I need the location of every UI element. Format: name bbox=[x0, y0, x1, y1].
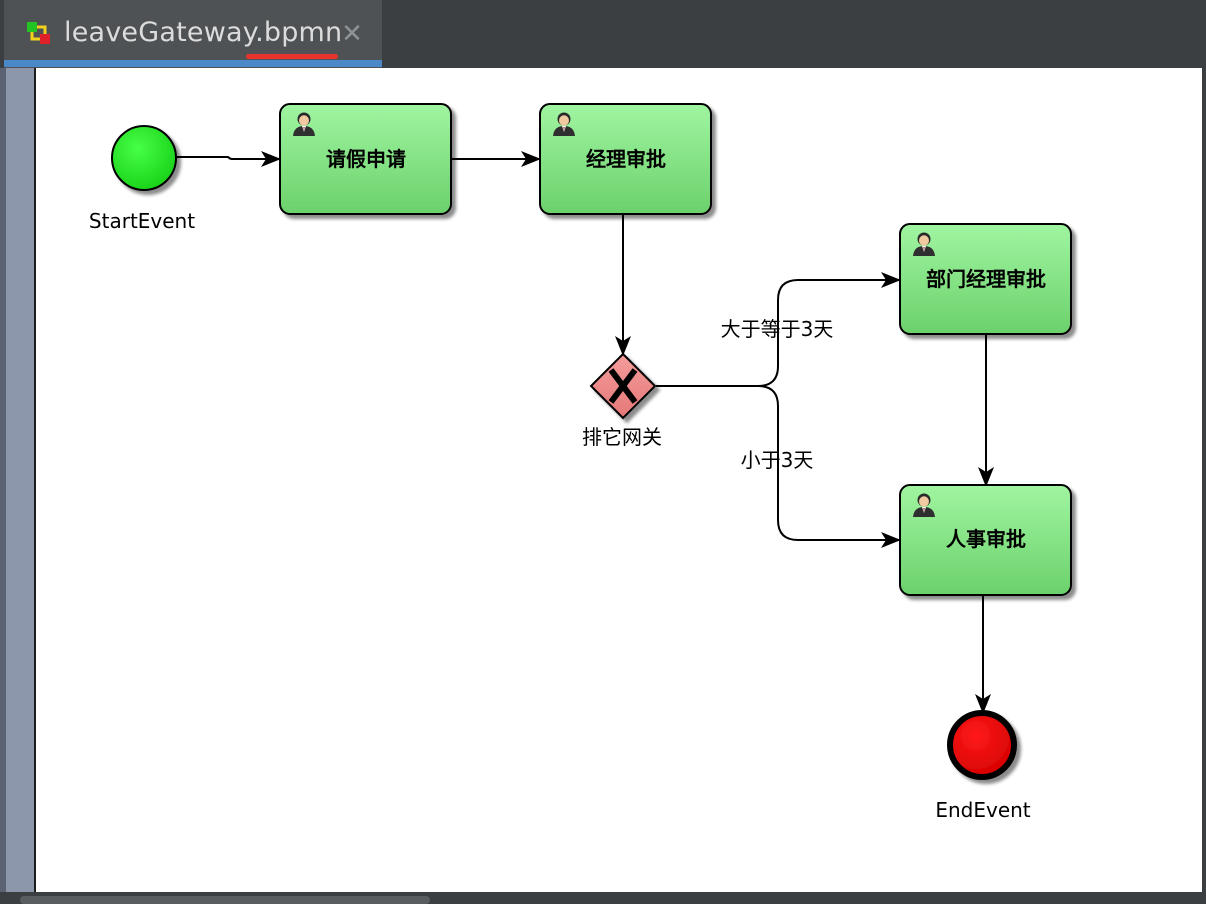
bpmn-diagram: StartEvent 请假申请 经理审批 排它网关 大于等于3天 小于3天 部门… bbox=[89, 103, 1072, 822]
task-dept-manager[interactable]: 部门经理审批 bbox=[899, 223, 1072, 335]
task-manager[interactable]: 经理审批 bbox=[539, 103, 712, 215]
editor-tab-bar: leaveGateway.bpmn ✕ bbox=[0, 0, 1206, 68]
close-tab-icon[interactable]: ✕ bbox=[341, 19, 363, 49]
task-apply[interactable]: 请假申请 bbox=[279, 103, 452, 215]
flow-gateway-to-dept-manager bbox=[656, 272, 901, 387]
horizontal-scrollbar[interactable] bbox=[20, 896, 430, 904]
task-manager-label: 经理审批 bbox=[586, 147, 666, 171]
annotation-underline bbox=[246, 54, 338, 59]
flow-start-to-apply bbox=[177, 151, 281, 167]
editor-tab-title[interactable]: leaveGateway.bpmn bbox=[64, 17, 343, 48]
task-apply-label: 请假申请 bbox=[326, 147, 406, 171]
active-tab-indicator bbox=[4, 60, 382, 67]
editor-left-gutter bbox=[0, 68, 36, 892]
bpmn-file-icon bbox=[27, 22, 50, 44]
editor-bottom-bar bbox=[0, 892, 1206, 902]
flow-gateway-to-hr bbox=[656, 385, 901, 548]
start-event[interactable] bbox=[111, 125, 177, 191]
end-event[interactable] bbox=[947, 710, 1017, 780]
end-event-label: EndEvent bbox=[935, 798, 1030, 822]
task-dept-manager-label: 部门经理审批 bbox=[926, 267, 1046, 291]
flow-condition-label: 小于3天 bbox=[741, 448, 814, 472]
exclusive-gateway-x-icon bbox=[608, 368, 638, 404]
task-hr[interactable]: 人事审批 bbox=[899, 484, 1072, 596]
flow-condition-label: 大于等于3天 bbox=[721, 317, 834, 341]
bpmn-canvas[interactable]: StartEvent 请假申请 经理审批 排它网关 大于等于3天 小于3天 部门… bbox=[36, 68, 1202, 892]
start-event-label: StartEvent bbox=[89, 209, 195, 233]
gutter-shade bbox=[0, 68, 6, 892]
gateway-label: 排它网关 bbox=[582, 425, 662, 449]
task-hr-label: 人事审批 bbox=[946, 527, 1026, 551]
exclusive-gateway[interactable] bbox=[589, 352, 657, 420]
